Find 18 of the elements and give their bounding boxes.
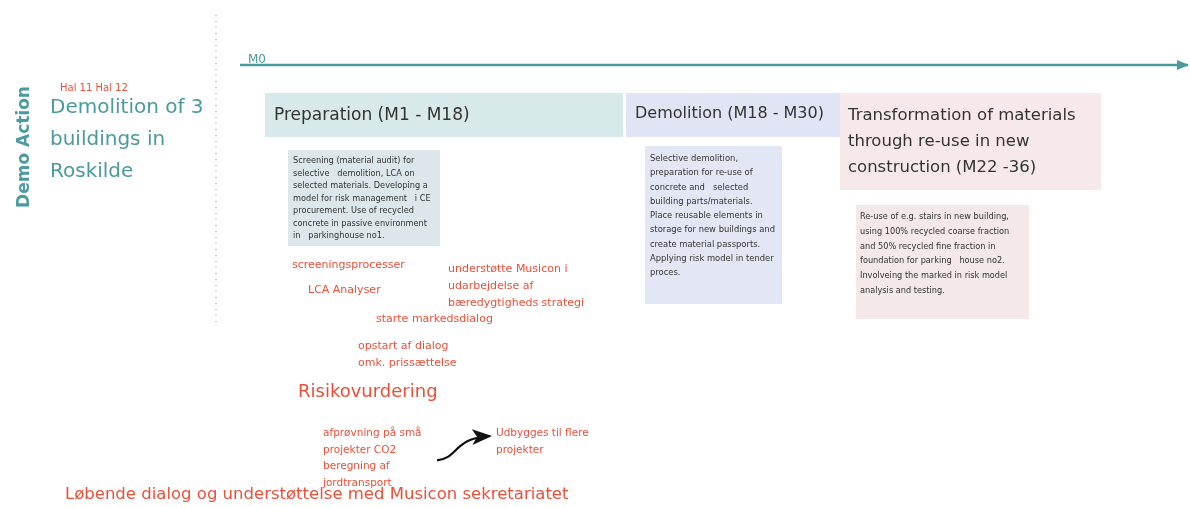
note-text: LCA Analyser: [308, 283, 381, 296]
phase-header: Transformation of materials through re-use in new construction (M22 -36): [840, 93, 1101, 190]
section-heading: Risikovurdering: [298, 380, 438, 401]
description-note: Selective demolition, preparation for re-use of concrete and selected building parts/materials. Place reusable elements in storage for new buildings and create material passports. Applying risk model in tender proces.: [645, 146, 782, 304]
side-heading: Demo Action: [12, 86, 33, 208]
milestone-label: M0: [248, 52, 266, 66]
phase-header: Preparation (M1 - M18): [265, 93, 623, 137]
note-text: starte markedsdialog: [376, 312, 493, 325]
note-text: screeningsprocesser: [292, 258, 405, 271]
note-text: Hal 11 Hal 12: [60, 82, 128, 93]
description-note: Re-use of e.g. stairs in new building, using 100% recycled coarse fraction and 50% recycled fine fraction in foundation for parking house no2. Involveing the marked in risk model analysis and testing.: [856, 205, 1029, 319]
arrow: [436, 429, 492, 462]
note-text: opstart af dialog omk. prissættelse: [358, 338, 458, 371]
phase-header: Demolition (M18 - M30): [626, 93, 840, 137]
description-note: Screening (material audit) for selective demolition, LCA on selected materials. Developing a model for risk management i CE procurement. Use of recycled concrete in passive environment in parkinghouse no1.: [288, 150, 440, 246]
note-text: Udbygges til flere projekter: [496, 424, 600, 457]
project-title: Demolition of 3 buildings in Roskilde: [50, 93, 205, 184]
note-text: understøtte Musicon i udarbejdelse af bæredygtigheds strategi: [448, 261, 586, 311]
